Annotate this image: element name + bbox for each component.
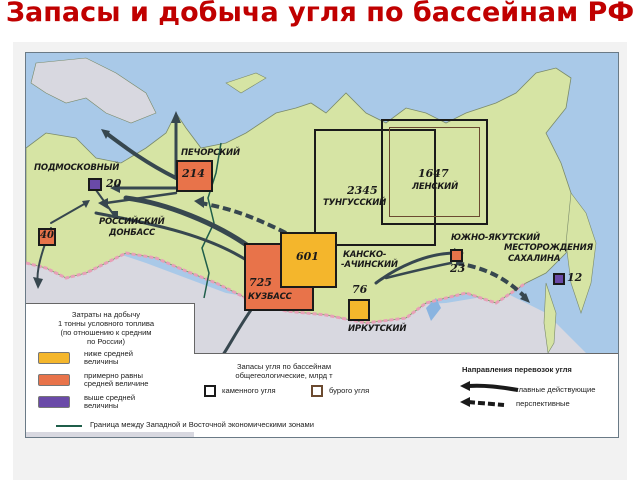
brown-coal-square-icon	[311, 385, 323, 397]
cost-legend-title-4: по России)	[86, 337, 125, 346]
value-donbass: 40	[40, 230, 54, 241]
label-lensky: ЛЕНСКИЙ	[412, 182, 458, 192]
tungussky-basin-box	[314, 129, 436, 246]
above-average-swatch	[38, 396, 70, 408]
coal-map: ПЕЧОРСКИЙ 214 ПОДМОСКОВНЫЙ 20 РОССИЙСКИЙ…	[25, 52, 619, 438]
below-average-label-1: ниже средней	[84, 349, 134, 358]
main-routes-label: главные действующие	[516, 385, 596, 394]
label-donbass-1: РОССИЙСКИЙ	[99, 217, 165, 227]
hard-coal-square-icon	[204, 385, 216, 397]
prospective-routes-label: перспективные	[516, 399, 570, 408]
page-title: Запасы и добыча угля по бассейнам РФ	[5, 0, 635, 28]
label-donbass-2: ДОНБАСС	[109, 228, 156, 238]
value-yakutsky: 23	[450, 262, 466, 275]
irkutsky-basin-box	[348, 299, 370, 321]
value-lensky: 1647	[418, 167, 449, 180]
below-average-swatch	[38, 352, 70, 364]
donbass-basin-box	[38, 228, 56, 246]
label-kansk-achinsk-1: КАНСКО-	[343, 250, 387, 260]
average-label-1: примерно равны	[84, 371, 143, 380]
podmoskovny-basin-box	[88, 178, 102, 191]
above-average-label-1: выше средней	[84, 393, 136, 402]
value-tungussky: 2345	[347, 184, 378, 197]
value-kuzbass: 725	[249, 276, 272, 289]
lensky-inner-box	[389, 127, 480, 217]
reserves-legend-title-1: Запасы угля по бассейнам	[236, 362, 332, 371]
main-route-arrow-icon	[460, 381, 519, 392]
transport-legend-title: Направления перевозок угля	[462, 365, 572, 374]
hard-coal-label: каменного угля	[222, 386, 276, 395]
value-pechorsky: 214	[182, 167, 205, 180]
cost-legend-title-3: (по отношению к средним	[60, 328, 152, 337]
brown-coal-label: бурого угля	[329, 386, 370, 395]
zone-border-label: Граница между Западной и Восточной эконо…	[90, 420, 314, 429]
above-average-label-2: величины	[84, 401, 119, 410]
value-sakhalin: 12	[567, 271, 583, 284]
average-swatch	[38, 374, 70, 386]
prospective-route-arrow-icon	[460, 397, 505, 407]
label-yakutsky: ЮЖНО-ЯКУТСКИЙ	[451, 233, 540, 243]
label-tungussky: ТУНГУССКИЙ	[323, 198, 387, 208]
below-average-label-2: величины	[84, 357, 119, 366]
yakutsky-basin-box	[450, 249, 463, 262]
reserves-legend-title-2: общегеологические, млрд т	[235, 371, 333, 380]
average-label-2: средней величине	[84, 379, 149, 388]
value-kansk-achinsk: 601	[296, 250, 319, 263]
zone-border-line-icon	[56, 425, 82, 427]
cost-legend-title-1: Затраты на добычу	[71, 310, 141, 319]
label-kuzbass: КУЗБАСС	[248, 292, 292, 302]
label-pechorsky: ПЕЧОРСКИЙ	[181, 148, 240, 158]
lensky-basin-box	[381, 119, 488, 225]
label-sakhalin-1: МЕСТОРОЖДЕНИЯ	[504, 243, 593, 253]
pechorsky-basin-box	[176, 160, 213, 192]
sakhalin-basin-box	[553, 273, 565, 285]
kansk-achinsk-basin-box	[280, 232, 337, 288]
cost-legend: Затраты на добычу 1 тонны условного топл…	[26, 303, 195, 432]
cost-legend-title-2: 1 тонны условного топлива	[57, 319, 155, 328]
value-podmoskovny: 20	[106, 177, 122, 190]
reserves-transport-legend: Запасы угля по бассейнам общегеологическ…	[194, 353, 618, 437]
label-sakhalin-2: САХАЛИНА	[508, 254, 561, 264]
label-kansk-achinsk-2: -АЧИНСКИЙ	[341, 260, 398, 270]
value-irkutsky: 76	[352, 283, 368, 296]
label-irkutsky: ИРКУТСКИЙ	[348, 324, 407, 334]
label-podmoskovny: ПОДМОСКОВНЫЙ	[34, 163, 120, 173]
